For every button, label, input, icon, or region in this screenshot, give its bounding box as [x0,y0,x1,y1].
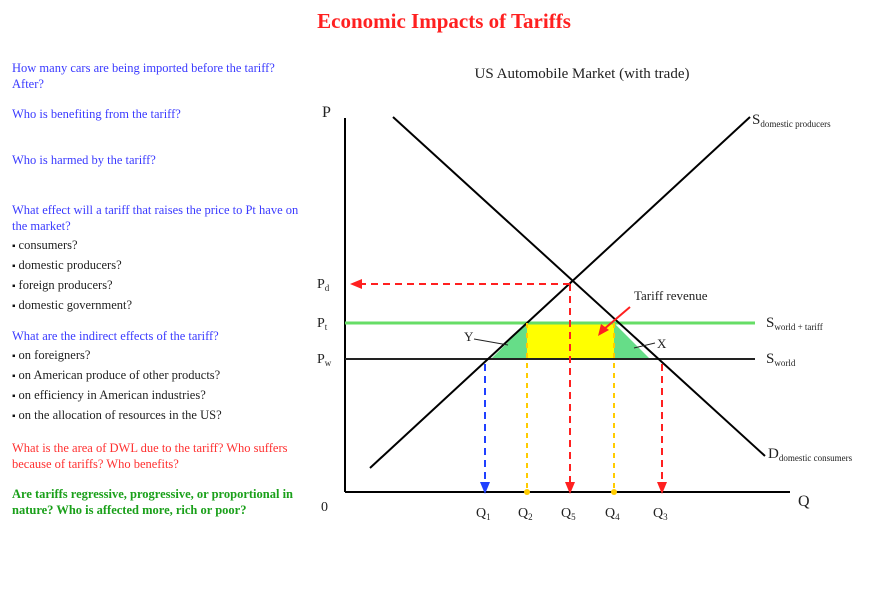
pw-label: Pw [317,352,332,368]
list-item: on foreigners? [12,346,302,366]
pt-label: Pt [317,316,328,332]
question-indirect-effects: What are the indirect effects of the tar… [12,329,219,343]
p-axis-label: P [322,104,331,121]
q5-label: Q5 [561,506,576,522]
q2-dot [524,489,530,495]
list-item: on efficiency in American industries? [12,386,302,406]
x-label: X [657,336,667,351]
dwl-right-area [614,323,650,359]
pd-arrow-icon [350,279,362,289]
tariff-revenue-arrow [602,306,631,331]
x-pointer [633,342,656,349]
list-item: on American produce of other products? [12,366,302,386]
question-imports: How many cars are being imported before … [12,61,275,91]
y-label: Y [464,329,474,344]
q-axis-label: Q [798,493,810,510]
indirect-effects-list: on foreigners? on American produce of ot… [12,346,302,426]
list-item: on the allocation of resources in the US… [12,406,302,426]
q1-arrow-icon [480,482,490,494]
list-item: domestic government? [12,296,302,316]
tariff-revenue-area [527,323,614,359]
q5-arrow-icon [565,482,575,494]
list-item: foreign producers? [12,276,302,296]
q4-label: Q4 [605,506,620,522]
q1-label: Q1 [476,506,491,522]
demand-curve [392,116,766,457]
question-market-effect: What effect will a tariff that raises th… [12,203,299,233]
origin-label: 0 [321,500,328,515]
tariff-revenue-arrow-icon [598,324,609,336]
demand-label: Ddomestic consumers [768,446,853,463]
q4-dot [611,489,617,495]
question-regressive: Are tariffs regressive, progressive, or … [12,487,293,517]
question-harmed: Who is harmed by the tariff? [12,153,156,167]
market-effect-list: consumers? domestic producers? foreign p… [12,236,302,316]
world-tariff-label: Sworld + tariff [766,315,823,332]
list-item: consumers? [12,236,302,256]
question-dwl: What is the area of DWL due to the tarif… [12,441,288,471]
diagram-title: US Automobile Market (with trade) [475,66,690,82]
world-label: Sworld [766,351,796,368]
supply-label: Sdomestic producers [752,112,831,129]
pd-label: Pd [317,277,330,293]
q3-arrow-icon [657,482,667,494]
tariff-revenue-label: Tariff revenue [634,288,708,303]
q3-label: Q3 [653,506,668,522]
y-pointer [473,338,509,346]
questions-panel: How many cars are being imported before … [12,60,302,518]
list-item: domestic producers? [12,256,302,276]
supply-curve [369,116,751,469]
page-title: Economic Impacts of Tariffs [317,9,571,33]
question-benefits: Who is benefiting from the tariff? [12,107,181,121]
q2-label: Q2 [518,506,533,522]
